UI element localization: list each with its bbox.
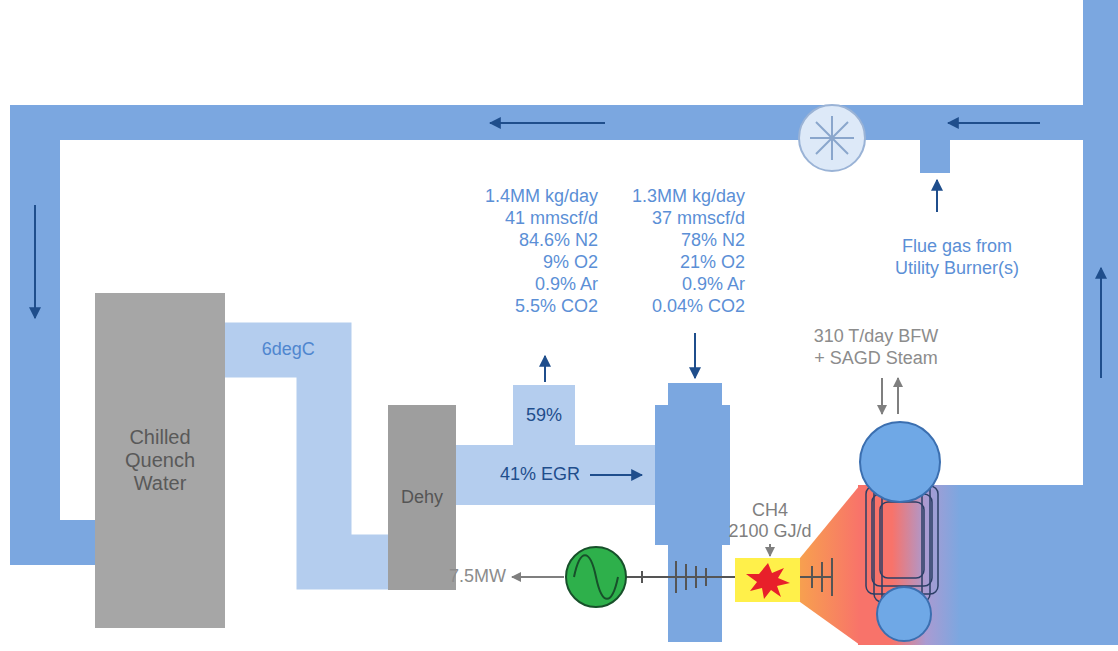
fan-blade xyxy=(816,122,848,154)
stream-data: 78% N2 xyxy=(681,230,745,252)
flow-arrow xyxy=(1100,268,1102,378)
power-arrow xyxy=(512,576,564,578)
process-box: Dehy xyxy=(388,405,456,590)
flow-arrow xyxy=(544,356,546,382)
stream-data: 0.9% Ar xyxy=(535,274,598,296)
process-pipe xyxy=(225,350,388,562)
return-duct xyxy=(10,105,1083,140)
return-duct xyxy=(10,105,60,565)
flue-inlet-stub xyxy=(920,138,950,173)
flow-arrow xyxy=(34,205,36,318)
stream-data: 5.5% CO2 xyxy=(515,296,598,318)
flow-arrow xyxy=(590,474,642,476)
flow-arrow xyxy=(948,122,1040,124)
sine-wave xyxy=(574,555,618,599)
box-label: Chilled Quench Water xyxy=(115,426,205,495)
process-label: 310 T/day BFW xyxy=(814,326,939,348)
stream-data: 84.6% N2 xyxy=(519,230,598,252)
process-box: Chilled Quench Water xyxy=(95,293,225,628)
stream-data: 1.3MM kg/day xyxy=(632,186,745,208)
vent-stub xyxy=(513,385,575,447)
coil xyxy=(880,502,924,578)
flow-arrow xyxy=(490,122,605,124)
process-label: 7.5MW xyxy=(449,566,506,588)
shaft-line xyxy=(800,576,832,578)
process-label: CH4 xyxy=(752,500,788,522)
return-duct xyxy=(10,520,96,565)
blade xyxy=(831,558,833,596)
coil xyxy=(872,494,932,586)
process-label: 2100 GJ/d xyxy=(728,521,811,543)
process-label: 41% EGR xyxy=(500,464,580,486)
stream-data: 9% O2 xyxy=(543,252,598,274)
blade xyxy=(821,562,823,592)
flow-arrow xyxy=(694,333,696,378)
process-label: 59% xyxy=(526,405,562,427)
stream-data: 0.9% Ar xyxy=(682,274,745,296)
combustor xyxy=(735,558,800,602)
flame xyxy=(746,563,790,599)
stack-duct xyxy=(1083,0,1118,645)
process-label: Flue gas from xyxy=(902,236,1012,258)
steam-drum xyxy=(860,422,940,502)
steam-arrow xyxy=(897,378,899,414)
blade xyxy=(641,571,643,583)
temperature-label: 6degC xyxy=(259,339,318,361)
bfw-arrow xyxy=(881,378,883,414)
box-label: Dehy xyxy=(401,487,443,508)
process-label: Utility Burner(s) xyxy=(895,258,1019,280)
shaft xyxy=(626,558,832,596)
stream-data: 1.4MM kg/day xyxy=(485,186,598,208)
blade xyxy=(811,566,813,588)
fan-blade xyxy=(816,122,848,154)
stream-data: 37 mmscf/d xyxy=(652,208,745,230)
fuel-arrow xyxy=(769,544,771,556)
blade xyxy=(705,568,707,586)
blower-fan xyxy=(799,105,865,171)
stream-data: 41 mmscf/d xyxy=(505,208,598,230)
hrsg xyxy=(858,485,1085,645)
egr-pipe xyxy=(455,445,658,505)
fan-housing xyxy=(799,105,865,171)
process-label: + SAGD Steam xyxy=(814,348,938,370)
blade xyxy=(675,561,677,593)
mud-drum xyxy=(877,587,931,641)
blade xyxy=(685,564,687,590)
flow-arrow xyxy=(936,180,938,212)
blade xyxy=(695,566,697,588)
stream-data: 0.04% CO2 xyxy=(652,296,745,318)
turbine xyxy=(800,485,860,645)
stream-data: 21% O2 xyxy=(680,252,745,274)
generator xyxy=(566,547,626,607)
compressor xyxy=(655,383,730,642)
